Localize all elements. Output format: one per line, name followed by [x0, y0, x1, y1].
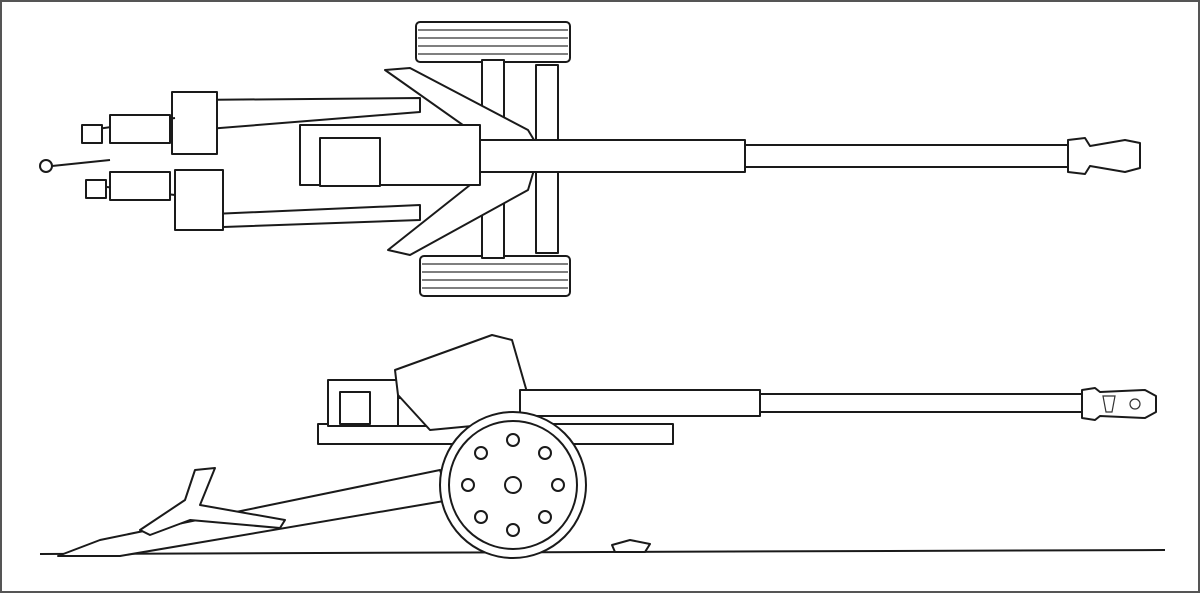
- side-view: [39, 334, 1166, 559]
- side-muzzle-brake: [1081, 387, 1157, 421]
- top-wheel-upper: [415, 21, 571, 63]
- ground-debris: [611, 539, 651, 553]
- side-wheel: [439, 411, 587, 559]
- side-barrel: [519, 387, 1157, 421]
- top-barrel: [479, 137, 1141, 175]
- top-wheel-lower: [419, 255, 571, 297]
- top-view: [39, 21, 1141, 297]
- ground-line: [39, 549, 1166, 555]
- top-muzzle-brake: [1067, 137, 1141, 175]
- top-trails: [39, 91, 421, 231]
